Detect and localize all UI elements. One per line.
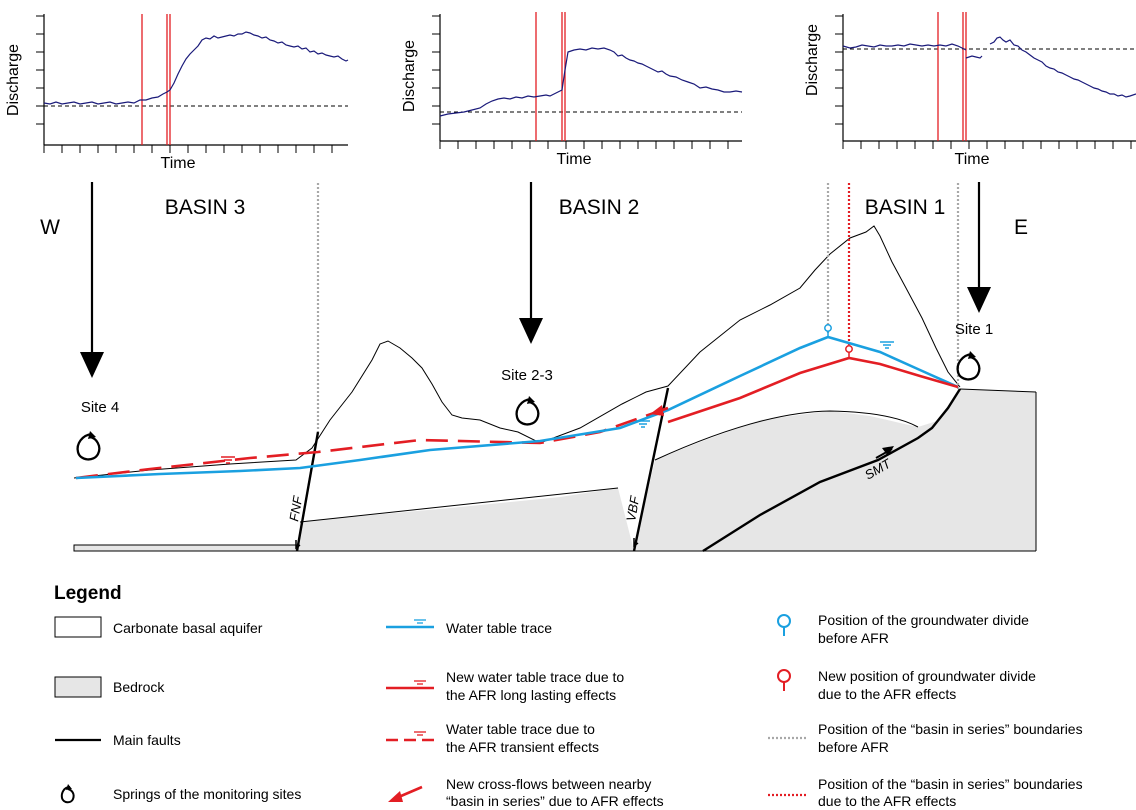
fault-arrow-vbf	[633, 538, 639, 548]
east-label: E	[1014, 216, 1028, 239]
discharge-chart-basin-3: Discharge Time	[5, 14, 349, 172]
legend-cross-flow-arrow-head	[388, 791, 403, 802]
spring-icon	[956, 352, 981, 381]
cross-section: W E BASIN 3 BASIN 2 BASIN 1 Site 4 Site …	[40, 182, 1037, 553]
discharge-chart-basin-1: Discharge Time	[804, 12, 1136, 168]
legend-bedrock: Bedrock	[113, 679, 165, 695]
legend-divide-before-1: Position of the groundwater divide	[818, 612, 1029, 628]
x-axis-label: Time	[955, 151, 990, 168]
fault-arrow-smt-head	[882, 446, 894, 456]
spring-icon-arrow	[968, 351, 976, 359]
site-1-label: Site 1	[955, 321, 993, 338]
divide-after-icon	[845, 345, 853, 358]
legend-water-table-long-2: the AFR long lasting effects	[446, 687, 616, 703]
water-table-transient	[75, 406, 669, 480]
legend-divide-before-icon	[777, 614, 791, 636]
fault-label-fnf: FNF	[286, 494, 305, 523]
x-axis-label: Time	[161, 155, 196, 172]
discharge-series-gap-segment	[965, 55, 983, 59]
legend-faults: Main faults	[113, 732, 181, 748]
legend-water-table-transient-1: Water table trace due to	[446, 721, 595, 737]
legend-boundary-after-1: Position of the “basin in series” bounda…	[818, 776, 1083, 792]
legend-divide-before-2: before AFR	[818, 630, 889, 646]
cross-flow-arrow-head	[650, 405, 664, 416]
legend-water-table: Water table trace	[446, 620, 552, 636]
y-axis-label: Discharge	[804, 24, 821, 96]
x-ticks	[43, 145, 333, 153]
y-ticks	[432, 15, 440, 125]
bedrock-middle	[297, 488, 634, 551]
x-ticks	[439, 141, 729, 149]
water-table	[75, 335, 959, 480]
discharge-series	[439, 47, 743, 117]
bedrock-west	[73, 544, 298, 552]
legend-swatch-bedrock	[54, 676, 102, 698]
spring-icon	[76, 432, 101, 461]
y-axis-label: Discharge	[401, 40, 418, 112]
spring-icon-arrow	[527, 396, 535, 404]
legend-cross-flow-2: “basin in series” due to AFR effects	[446, 793, 664, 809]
water-table-symbol	[636, 420, 650, 428]
legend-water-table-symbol	[414, 619, 426, 624]
fault-label-vbf: VBF	[623, 494, 642, 523]
legend-boundary-before-2: before AFR	[818, 739, 889, 755]
legend-water-table-transient-2: the AFR transient effects	[446, 739, 599, 755]
bedrock-top-middle	[299, 487, 619, 523]
bedrock-top-east	[654, 410, 919, 461]
legend-water-table-long-symbol	[414, 680, 426, 685]
water-table-symbol	[221, 456, 235, 464]
legend-swatch-aquifer	[54, 616, 102, 638]
basin-1-label: BASIN 1	[865, 196, 946, 219]
basin-3-label: BASIN 3	[165, 196, 246, 219]
x-axis-label: Time	[557, 151, 592, 168]
legend-cross-flow-1: New cross-flows between nearby	[446, 776, 651, 792]
spring-icon-arrow	[88, 431, 96, 439]
legend-divide-after-1: New position of groundwater divide	[818, 668, 1036, 684]
discharge-series-recession	[989, 36, 1136, 98]
site-4-label: Site 4	[81, 399, 119, 416]
legend-spring-icon-arrow	[66, 784, 72, 790]
legend-divide-after-icon	[777, 669, 791, 691]
legend-springs: Springs of the monitoring sites	[113, 786, 301, 802]
y-axis-label: Discharge	[5, 44, 22, 116]
legend-boundary-after-2: due to the AFR effects	[818, 793, 956, 809]
legend-divide-after-2: due to the AFR effects	[818, 686, 956, 702]
site-arrows	[80, 182, 991, 378]
y-ticks	[835, 15, 843, 125]
legend-water-table-transient-symbol	[414, 731, 426, 736]
x-ticks	[842, 141, 1132, 149]
spring-icon	[515, 397, 540, 426]
legend-water-table-long-1: New water table trace due to	[446, 669, 624, 685]
discharge-chart-basin-2: Discharge Time	[401, 12, 743, 168]
water-table-symbol	[880, 341, 894, 349]
bedrock-east	[634, 389, 1036, 551]
legend-aquifer: Carbonate basal aquifer	[113, 620, 263, 636]
legend-spring-icon	[60, 786, 75, 804]
legend-boundary-before-1: Position of the “basin in series” bounda…	[818, 721, 1083, 737]
fault-arrow-fnf	[295, 540, 301, 550]
legend-title: Legend	[54, 583, 122, 604]
west-label: W	[40, 216, 60, 239]
divide-before-icon	[824, 324, 832, 337]
bedrock-top-far-east	[959, 388, 1037, 393]
site-2-3-label: Site 2-3	[501, 367, 553, 384]
y-ticks	[36, 15, 44, 125]
legend: Legend Carbonate basal aquifer Bedrock M…	[54, 583, 1083, 809]
discharge-series	[842, 43, 967, 51]
basin-2-label: BASIN 2	[559, 196, 640, 219]
discharge-series	[43, 31, 349, 105]
fault-smt	[702, 388, 962, 553]
